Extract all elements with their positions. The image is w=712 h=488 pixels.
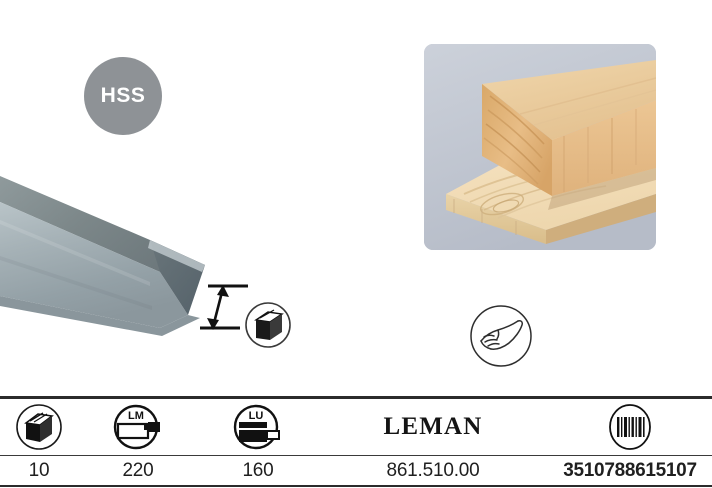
blade-bottom-chamfer — [0, 296, 200, 336]
barcode-icon-circle — [609, 404, 651, 450]
lu-icon-label: LU — [249, 410, 264, 422]
lu-upper-bar — [239, 422, 267, 428]
lm-tool-neck — [144, 425, 150, 430]
wood-block-icon-glyph — [24, 412, 54, 442]
blade-grain-streak — [0, 256, 152, 310]
dimension-arrow-shaft — [212, 291, 224, 324]
softwood-lumber-photo — [424, 44, 656, 250]
spec-value-thickness-cell: 10 — [0, 460, 78, 482]
lm-workpiece — [116, 422, 150, 440]
lm-tool-head — [148, 422, 160, 432]
lumber-beam — [482, 60, 656, 210]
barcode-icon-bars — [617, 417, 645, 437]
hss-material-badge: HSS — [84, 57, 162, 135]
spec-icon-row: LM LU LEMAN — [0, 399, 712, 456]
hss-badge-label: HSS — [100, 84, 146, 107]
spec-value-width: 160 — [242, 459, 274, 481]
blade-front-face — [0, 202, 188, 328]
spec-value-thickness: 10 — [28, 459, 50, 481]
spec-icon-lu: LU — [198, 402, 318, 452]
spec-value-reference-cell: 861.510.00 — [318, 460, 548, 482]
spec-value-ean-cell: 3510788615107 — [548, 460, 712, 482]
lm-icon-label: LM — [128, 410, 144, 422]
blade-sheen-streak — [0, 220, 150, 286]
spec-value-length: 220 — [122, 459, 154, 481]
hand-icon-circle — [470, 305, 532, 367]
manual-hand-feed-icon — [468, 303, 534, 369]
brand-cell: LEMAN — [318, 413, 548, 441]
lu-tool-head — [266, 430, 280, 440]
spec-value-reference: 861.510.00 — [386, 459, 480, 481]
specification-table: LM LU LEMAN — [0, 396, 712, 487]
brand-wordmark: LEMAN — [383, 413, 483, 440]
spec-value-row: 10 220 160 861.510.00 3510788615107 — [0, 456, 712, 487]
lu-workpiece — [239, 430, 267, 442]
spec-value-length-cell: 220 — [78, 460, 198, 482]
thickness-dimension-callout — [196, 268, 296, 360]
spec-icon-lm: LM — [78, 402, 198, 452]
blade-edge-highlight — [148, 240, 205, 272]
dimension-arrowhead-down — [207, 318, 219, 330]
spec-icon-thickness — [0, 403, 78, 451]
wood-block-icon-glyph — [254, 309, 284, 340]
spec-value-width-cell: 160 — [198, 460, 318, 482]
spec-icon-barcode — [548, 402, 712, 452]
hand-icon-glyph — [480, 320, 523, 350]
dimension-arrowhead-up — [217, 285, 229, 297]
spec-value-ean: 3510788615107 — [563, 459, 697, 481]
hss-planer-blade-illustration — [0, 160, 300, 360]
